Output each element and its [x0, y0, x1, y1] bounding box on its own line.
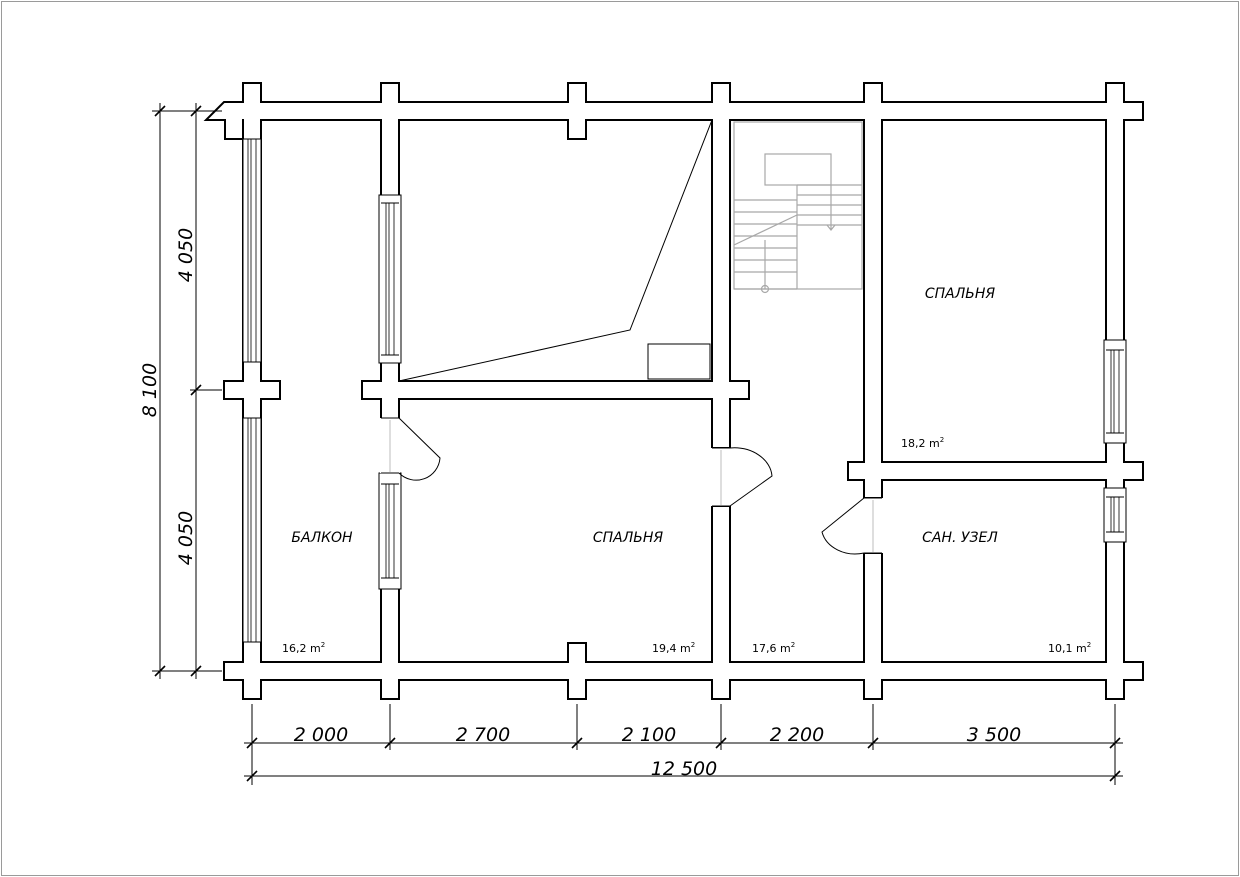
- doors: [380, 417, 883, 555]
- door-bedroom-2: [711, 447, 773, 507]
- attic-slope-lines: [398, 119, 713, 382]
- dim-label-h-2: 2 700: [456, 724, 510, 746]
- room-label-bedroom-right: СПАЛЬНЯ: [925, 286, 996, 302]
- area-label-bedroom-main: 19,4 m2: [652, 641, 695, 655]
- area-label-balcony: 16,2 m2: [282, 641, 325, 655]
- dimension-lines: [152, 103, 1123, 785]
- dim-label-h-1: 2 000: [294, 724, 348, 746]
- window-right-bedroom: [1103, 339, 1127, 444]
- dim-label-h-3: 2 100: [622, 724, 676, 746]
- room-label-bathroom: САН. УЗЕЛ: [922, 530, 998, 546]
- dim-label-v-2: 4 050: [175, 511, 197, 565]
- area-label-bedroom-right: 18,2 m2: [901, 436, 944, 450]
- door-bathroom: [821, 497, 883, 555]
- room-label-bedroom-main: СПАЛЬНЯ: [593, 530, 664, 546]
- area-label-hall: 17,6 m2: [752, 641, 795, 655]
- dim-label-h-total: 12 500: [651, 758, 717, 780]
- room-labels: БАЛКОН СПАЛЬНЯ СПАЛЬНЯ САН. УЗЕЛ: [291, 286, 998, 546]
- room-label-balcony: БАЛКОН: [291, 530, 353, 546]
- dim-label-h-4: 2 200: [770, 724, 824, 746]
- window-balcony-lower: [378, 472, 402, 590]
- stair-arrow: [826, 185, 836, 231]
- window-left-upper: [242, 138, 262, 363]
- windows: [242, 138, 1127, 643]
- window-left-lower: [242, 417, 262, 643]
- stair-landing: [764, 153, 832, 186]
- window-balcony-upper: [378, 194, 402, 364]
- dim-label-v-1: 4 050: [175, 228, 197, 282]
- stair-start-marker: [760, 284, 770, 294]
- window-right-bathroom: [1103, 487, 1127, 543]
- staircase: [733, 121, 863, 294]
- walls: [203, 82, 1144, 700]
- area-label-bathroom: 10,1 m2: [1048, 641, 1091, 655]
- dim-label-v-total: 8 100: [139, 363, 161, 417]
- fixture-box: [647, 343, 711, 380]
- area-labels: 16,2 m2 19,4 m2 17,6 m2 18,2 m2 10,1 m2: [282, 436, 1091, 655]
- dimension-labels: 2 000 2 700 2 100 2 200 3 500 12 500 8 1…: [139, 228, 1021, 780]
- door-balcony: [380, 417, 441, 481]
- dim-label-h-5: 3 500: [967, 724, 1021, 746]
